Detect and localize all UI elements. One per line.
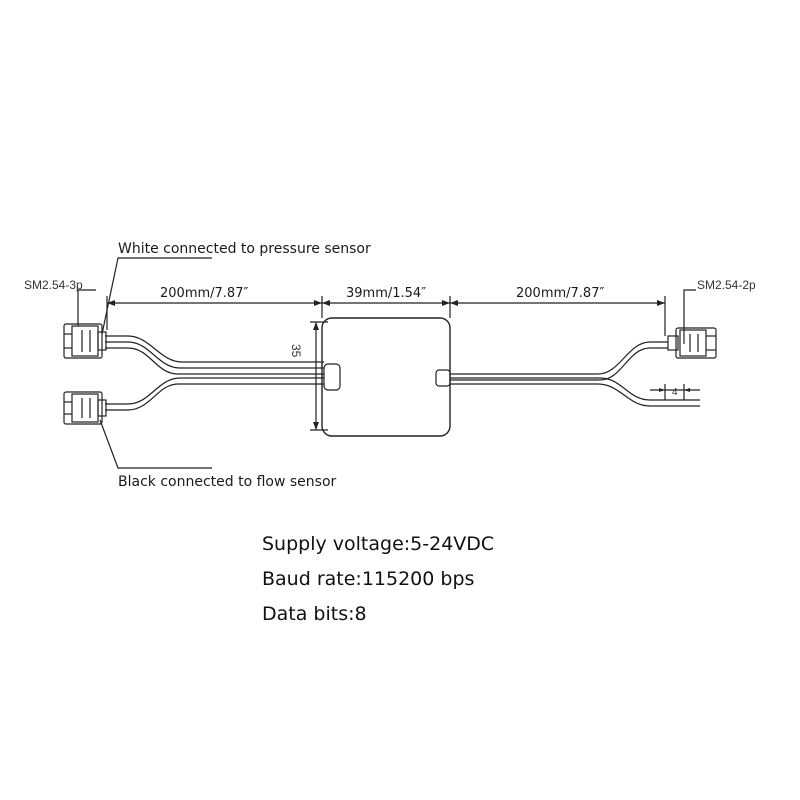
spec-supply-voltage: Supply voltage:5-24VDC	[262, 533, 495, 555]
label-left-connector: SM2.54-3p	[24, 278, 83, 292]
dimension-left-cable: 200mm/7.87″	[160, 286, 248, 301]
cable-entry-left	[323, 363, 341, 391]
dimension-module-width: 39mm/1.54″	[346, 286, 426, 301]
connector-2p	[667, 327, 717, 359]
spec-data-bits: Data bits:8	[262, 603, 367, 625]
wire-bundle-white	[105, 335, 324, 375]
leader-3p	[77, 289, 96, 326]
leader-2p	[683, 289, 696, 344]
leader-black	[99, 419, 212, 469]
module-body	[321, 317, 451, 437]
label-black-wire: Black connected to flow sensor	[118, 474, 337, 490]
label-white-wire: White connected to pressure sensor	[118, 241, 371, 257]
leader-white	[101, 257, 212, 335]
label-right-connector: SM2.54-2p	[697, 278, 756, 292]
wire-bundle-black	[105, 377, 324, 411]
cable-entry-right	[435, 369, 451, 387]
dimension-module-height: 35	[289, 344, 303, 358]
dimension-right-cable: 200mm/7.87″	[516, 286, 604, 301]
spec-baud-rate: Baud rate:115200 bps	[262, 568, 475, 590]
wire-bundle-right	[450, 341, 700, 407]
dimension-arrows	[107, 300, 665, 306]
connector-black	[63, 391, 107, 425]
dimension-strip-length: 4	[672, 387, 678, 398]
connector-3p	[63, 323, 107, 359]
